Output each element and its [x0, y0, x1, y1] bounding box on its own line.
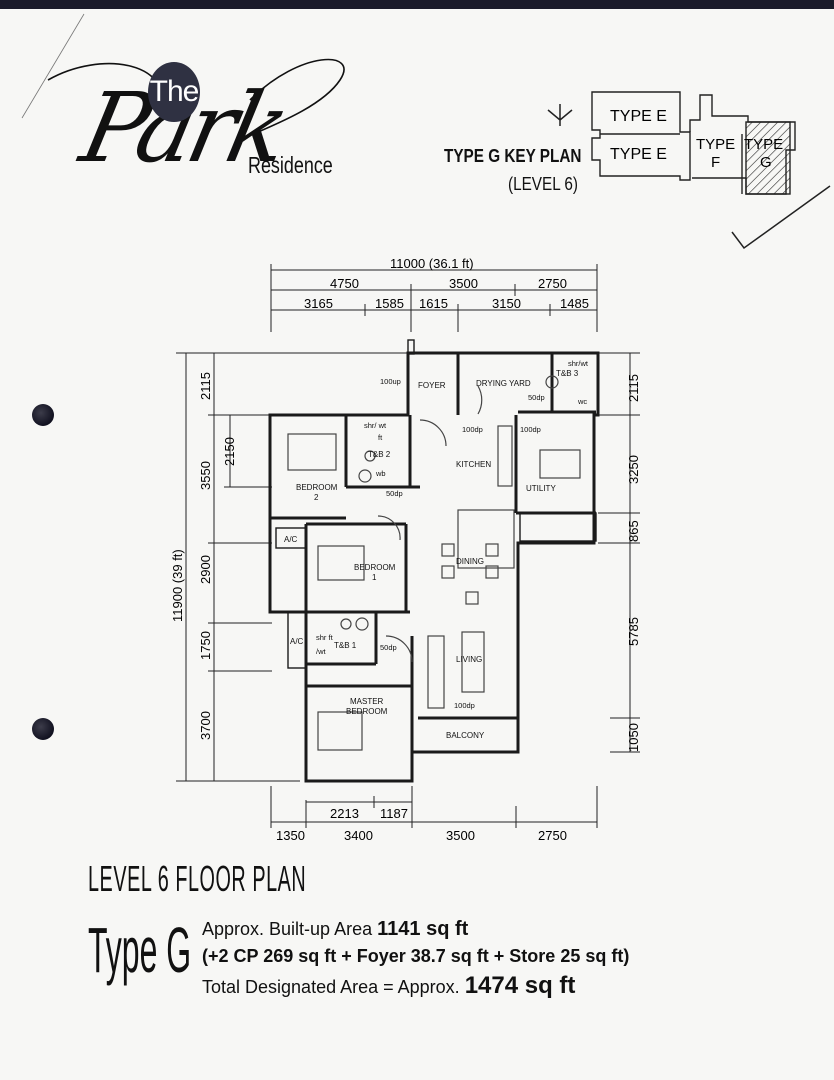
room-kitchen: KITCHEN [456, 460, 491, 469]
total-area-label: Total Designated Area = Approx. [202, 977, 460, 997]
dim-left-5: 3700 [198, 711, 213, 740]
top-dimension-lines [270, 264, 598, 332]
note-wt: /wt [316, 647, 327, 656]
dim-left-3: 2900 [198, 555, 213, 584]
floor-plan [268, 351, 600, 783]
key-plan-type-f-a: TYPE [696, 136, 735, 153]
dim-bottom-main-3: 3500 [446, 828, 475, 843]
note-50dp-tb1: 50dp [380, 643, 397, 652]
total-area-line: Total Designated Area = Approx. 1474 sq … [202, 972, 575, 1000]
key-plan-type-f-b: F [711, 154, 720, 171]
note-wb: wb [375, 469, 386, 478]
key-plan-type-e-1: TYPE E [610, 108, 667, 125]
dim-right-3: 865 [626, 520, 641, 542]
built-up-area-line: Approx. Built-up Area 1141 sq ft [202, 918, 468, 941]
room-living: LIVING [456, 655, 482, 664]
punch-hole [32, 404, 54, 426]
dim-left-inner: 2150 [222, 437, 237, 466]
dim-top-detail-2: 1585 [375, 296, 404, 311]
note-50dp-yard: 50dp [528, 393, 545, 402]
room-foyer: FOYER [418, 381, 446, 390]
dim-right-1: 2115 [626, 374, 641, 402]
area-extras: (+2 CP 269 sq ft + Foyer 38.7 sq ft + St… [202, 946, 630, 966]
room-master-b: BEDROOM [346, 707, 388, 716]
room-tb2: T&B 2 [368, 450, 391, 459]
left-dimension-lines [176, 352, 408, 782]
logo-the-badge: The [148, 62, 200, 122]
dim-bottom-main-4: 2750 [538, 828, 567, 843]
key-plan-diagram [591, 91, 796, 195]
key-plan-level: (LEVEL 6) [508, 174, 579, 194]
key-plan-title: TYPE G KEY PLAN [444, 146, 582, 166]
dim-top-detail-5: 1485 [560, 296, 589, 311]
built-up-label: Approx. Built-up Area [202, 919, 373, 939]
type-title: Type G [88, 914, 192, 986]
furniture [287, 375, 581, 751]
room-balcony: BALCONY [446, 731, 485, 740]
room-ac-2: A/C [290, 637, 304, 646]
note-100dp-living: 100dp [454, 701, 475, 710]
dim-top-mid-1: 4750 [330, 276, 359, 291]
dim-top-mid-3: 2750 [538, 276, 567, 291]
dim-bottom-main-1: 1350 [276, 828, 305, 843]
room-bedroom2-a: BEDROOM [296, 483, 338, 492]
note-wc: wc [577, 397, 587, 406]
top-border [0, 0, 834, 9]
bottom-dimension-lines [270, 786, 598, 828]
room-dining: DINING [456, 557, 484, 566]
room-bedroom1-b: 1 [372, 573, 377, 582]
dim-right-5: 1050 [626, 723, 641, 752]
punch-hole [32, 718, 54, 740]
compass-icon [547, 104, 573, 126]
brand-logo: Park The Residence [40, 40, 380, 220]
dim-right-2: 3250 [626, 455, 641, 484]
room-master-a: MASTER [350, 697, 384, 706]
dim-top-mid-2: 3500 [449, 276, 478, 291]
scan-scratch [21, 13, 85, 119]
note-ft: ft [378, 433, 383, 442]
key-plan-type-e-2: TYPE E [610, 146, 667, 163]
note-shr-wt-1: shr/ wt [364, 421, 387, 430]
note-shr-ft: shr ft [316, 633, 334, 642]
dim-top-detail-1: 3165 [304, 296, 333, 311]
room-utility: UTILITY [526, 484, 556, 493]
note-100dp-kitchen: 100dp [462, 425, 483, 434]
ac-ledges [275, 339, 597, 669]
dim-left-2: 3550 [198, 461, 213, 490]
plan-title: LEVEL 6 FLOOR PLAN [88, 858, 307, 899]
note-50dp-tb2: 50dp [386, 489, 403, 498]
note-100up: 100up [380, 377, 401, 386]
dim-left-4: 1750 [198, 631, 213, 660]
checkmark-icon [731, 185, 831, 250]
total-area-value: 1474 sq ft [464, 972, 576, 999]
dim-left-1: 2115 [198, 372, 213, 400]
dim-bottom-main-2: 3400 [344, 828, 373, 843]
note-shr-wt-2: shr/wt [568, 359, 589, 368]
room-drying-yard: DRYING YARD [476, 379, 531, 388]
dim-top-detail-4: 3150 [492, 296, 521, 311]
room-ac-1: A/C [284, 535, 298, 544]
room-bedroom1-a: BEDROOM [354, 563, 396, 572]
dim-top-overall: 11000 (36.1 ft) [390, 256, 474, 271]
dim-bottom-detail-2: 1187 [380, 806, 408, 821]
note-100dp-b: 100dp [520, 425, 541, 434]
key-plan-type-g-b: G [760, 154, 772, 171]
key-plan-type-g-a: TYPE [744, 136, 783, 153]
dim-top-detail-3: 1615 [419, 296, 448, 311]
right-dimension-lines [598, 352, 640, 753]
dim-right-4: 5785 [626, 617, 641, 646]
dim-bottom-detail-1: 2213 [330, 806, 359, 821]
room-tb3: T&B 3 [556, 369, 579, 378]
dim-left-overall: 11900 (39 ft) [170, 549, 185, 622]
room-bedroom2-b: 2 [314, 493, 319, 502]
built-up-value: 1141 sq ft [377, 918, 469, 940]
room-tb1: T&B 1 [334, 641, 357, 650]
logo-residence-text: Residence [248, 152, 333, 178]
